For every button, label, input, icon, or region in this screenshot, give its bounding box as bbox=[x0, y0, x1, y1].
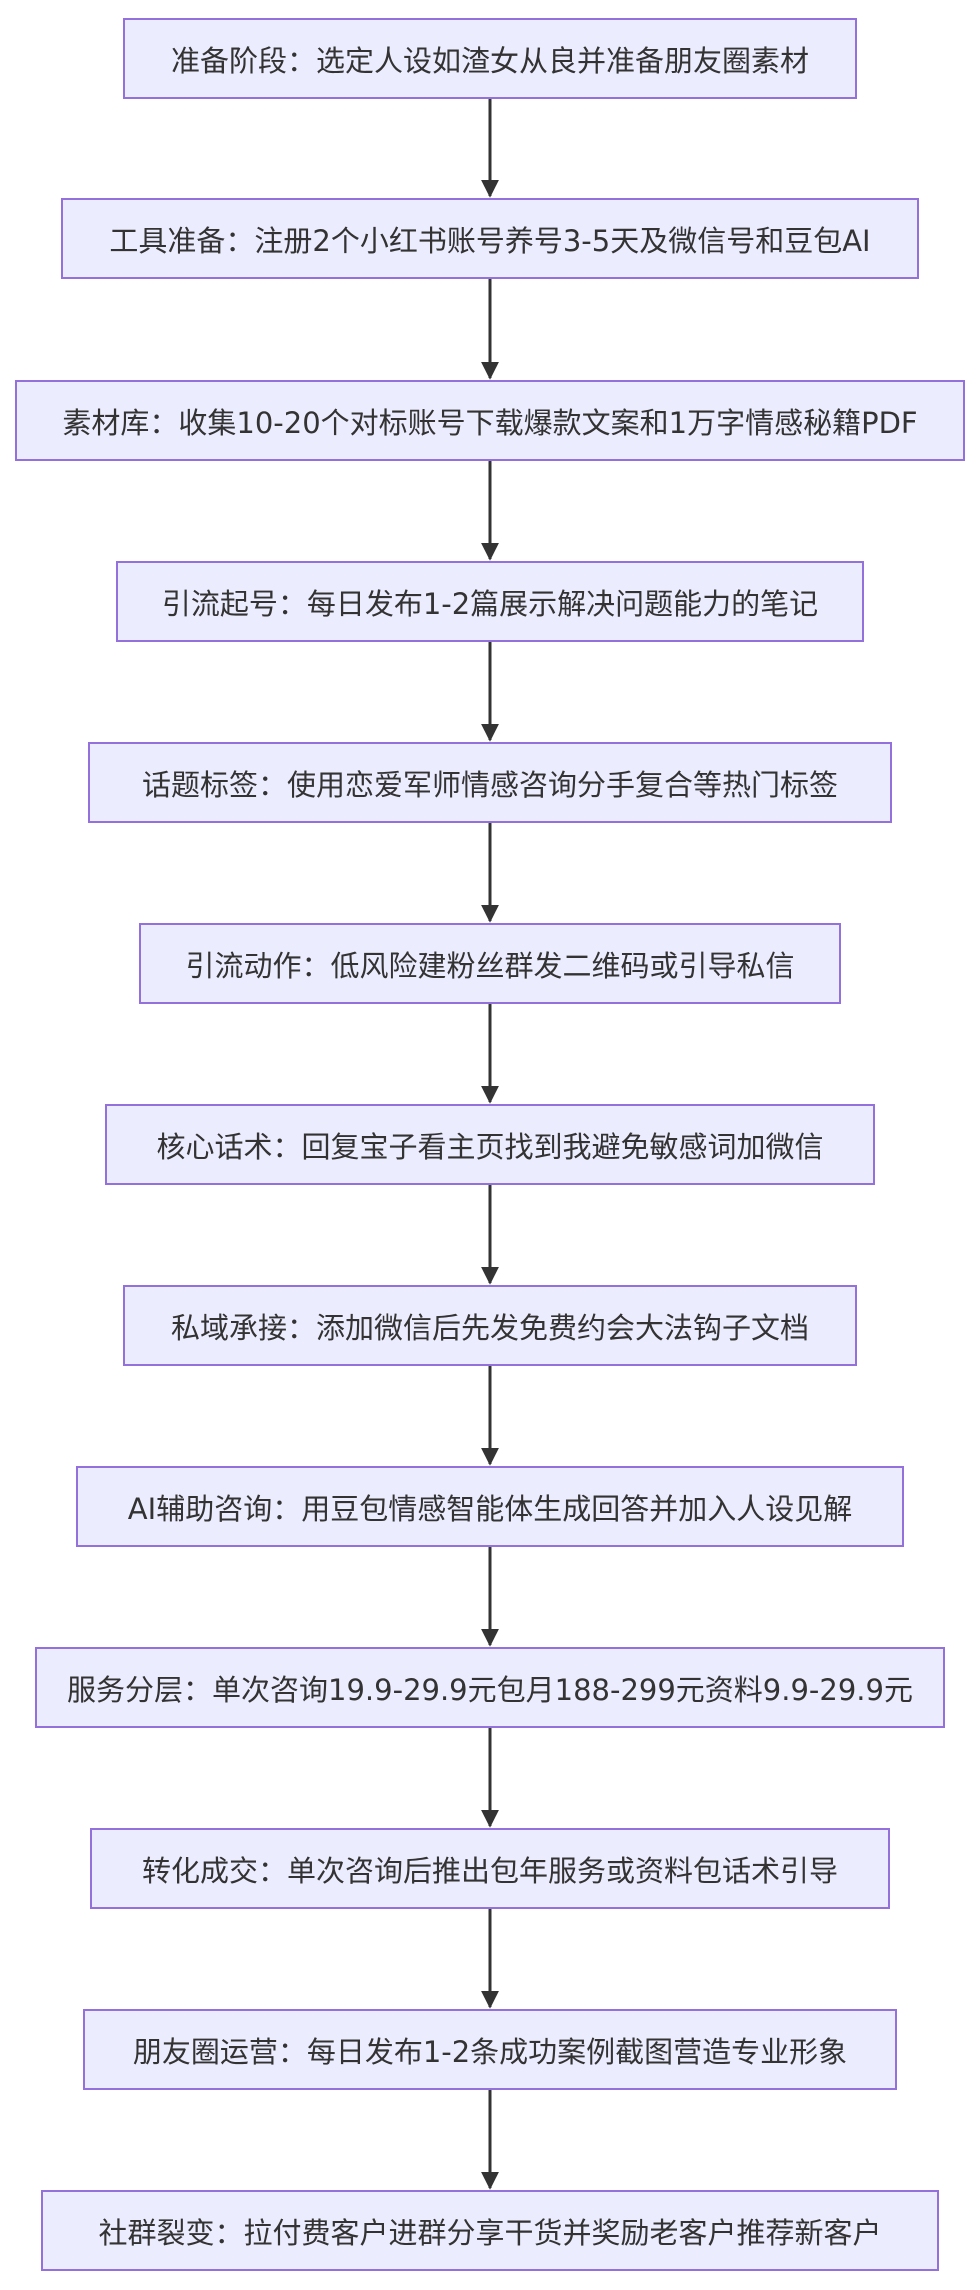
step-node-10: 服务分层：单次咨询19.9-29.9元包月188-299元资料9.9-29.9元 bbox=[35, 1647, 945, 1728]
step-node-9: AI辅助咨询：用豆包情感智能体生成回答并加入人设见解 bbox=[76, 1466, 904, 1547]
step-node-13: 社群裂变：拉付费客户进群分享干货并奖励老客户推荐新客户 bbox=[41, 2190, 939, 2271]
step-node-11: 转化成交：单次咨询后推出包年服务或资料包话术引导 bbox=[90, 1828, 890, 1909]
step-node-8: 私域承接：添加微信后先发免费约会大法钩子文档 bbox=[123, 1285, 857, 1366]
step-node-1: 准备阶段：选定人设如渣女从良并准备朋友圈素材 bbox=[123, 18, 857, 99]
step-node-12: 朋友圈运营：每日发布1-2条成功案例截图营造专业形象 bbox=[83, 2009, 897, 2090]
step-node-7: 核心话术：回复宝子看主页找到我避免敏感词加微信 bbox=[105, 1104, 875, 1185]
step-node-6: 引流动作：低风险建粉丝群发二维码或引导私信 bbox=[139, 923, 841, 1004]
step-node-4: 引流起号：每日发布1-2篇展示解决问题能力的笔记 bbox=[116, 561, 864, 642]
step-node-3: 素材库：收集10-20个对标账号下载爆款文案和1万字情感秘籍PDF bbox=[15, 380, 965, 461]
step-node-2: 工具准备：注册2个小红书账号养号3-5天及微信号和豆包AI bbox=[61, 198, 919, 279]
step-node-5: 话题标签：使用恋爱军师情感咨询分手复合等热门标签 bbox=[88, 742, 892, 823]
